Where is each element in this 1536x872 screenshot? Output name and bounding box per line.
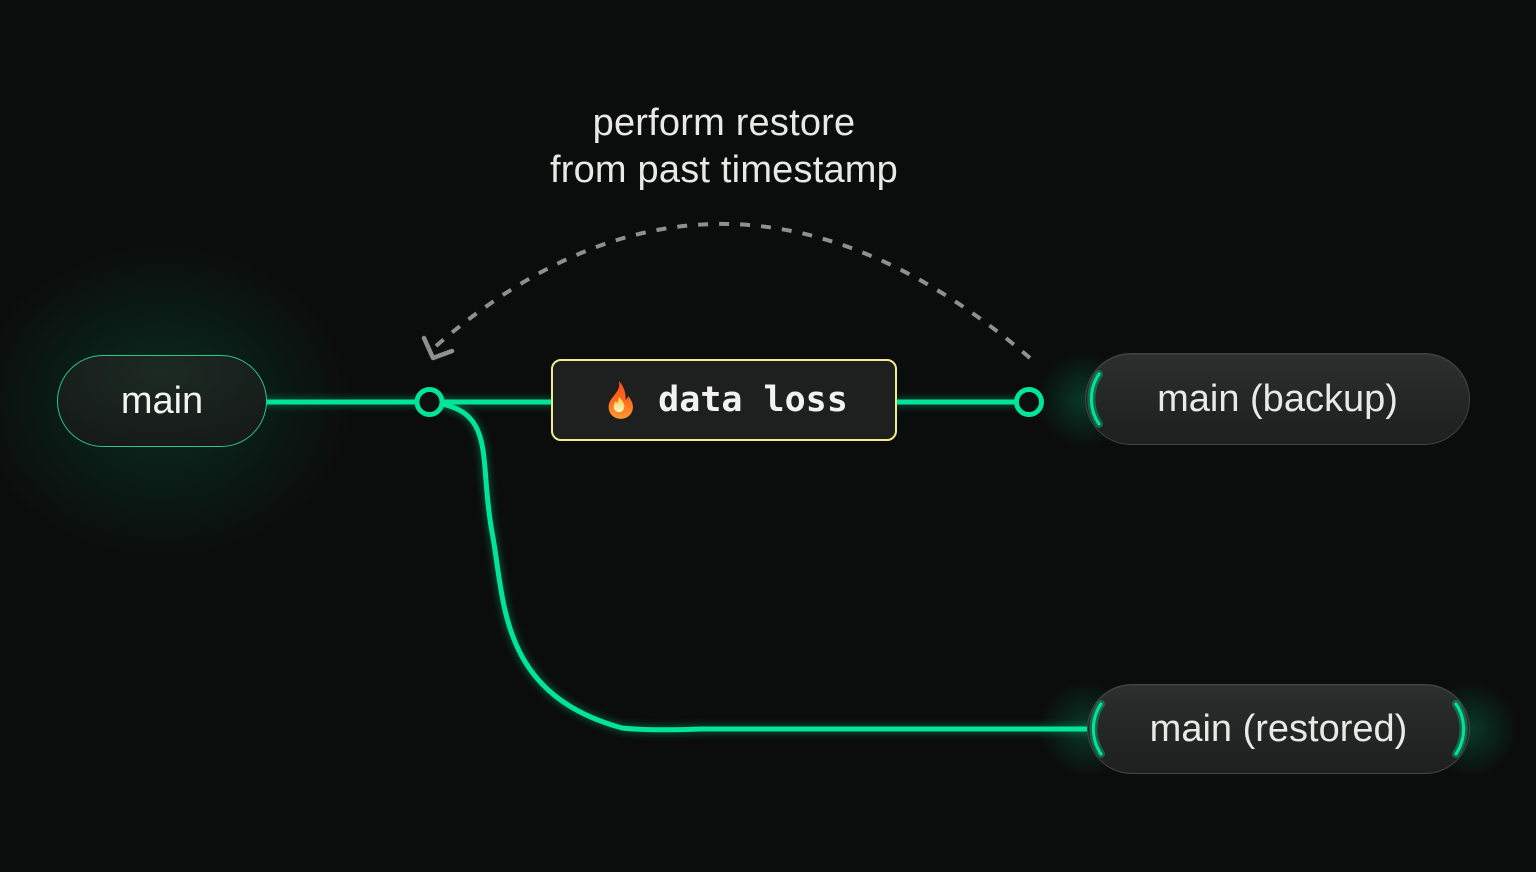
branch-point-connector-left [414,387,445,417]
caption-line-1: perform restore [592,102,856,144]
caption-line-2: from past timestamp [549,149,898,191]
data-loss-label: data loss [658,380,848,420]
restore-arrowhead-icon [421,335,455,361]
branch-node-backup: main (backup) [1085,353,1470,445]
fire-icon [608,381,634,419]
branch-point-connector-right [1014,387,1044,417]
caption: perform restore from past timestamp [399,100,1049,194]
data-loss-event-box: data loss [551,359,897,441]
branch-label-restored: main (restored) [1149,707,1408,750]
edge-branch-to-restored [430,402,1090,730]
branch-node-restored: main (restored) [1087,684,1470,774]
branch-label-backup: main (backup) [1157,377,1398,420]
restore-dashed-arrow [434,221,1032,360]
branch-node-main: main [57,355,267,447]
branch-label-main: main [120,379,204,422]
